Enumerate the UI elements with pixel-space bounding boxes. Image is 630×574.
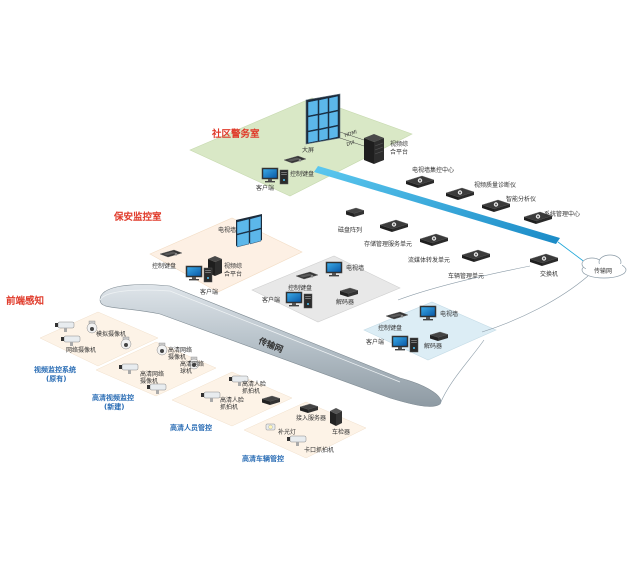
vehicle-mgmt-label: 车辆管理单元 <box>448 272 484 280</box>
police-room-title: 社区警务室 <box>211 128 260 140</box>
hd-net-camera-label-alt-2: 摄像机 <box>140 377 158 385</box>
stream-forward-server <box>419 233 449 247</box>
hd-monitor-label-2: (新建) <box>104 402 124 411</box>
client-security-label: 客户端 <box>200 288 218 296</box>
hd-dome-label-2: 球机 <box>180 367 192 375</box>
security-room-title: 保安监控室 <box>113 211 162 223</box>
big-screen <box>305 93 341 145</box>
hd-net-camera-label-alt-1: 高清网络 <box>140 370 164 378</box>
decoder-mid-label: 解码器 <box>336 298 354 306</box>
network-switch <box>529 253 559 267</box>
client-mid-label: 客户端 <box>262 296 280 304</box>
tv-wall-mid-label: 电视墙 <box>346 264 364 272</box>
frontend-zone-hd-monitor <box>95 341 217 397</box>
stream-forward-label: 流媒体转发单元 <box>408 256 450 264</box>
sys-mgmt-label: 系统管理中心 <box>544 210 580 218</box>
video-platform-security <box>208 256 222 276</box>
vehicle-detector <box>330 408 342 426</box>
decoder-right-label: 解码器 <box>424 342 442 350</box>
disk-array <box>345 207 365 218</box>
client-right-label: 客户端 <box>366 338 384 346</box>
control-keyboard-security-label: 控制键盘 <box>152 262 176 270</box>
tv-wall-right-label: 电视墙 <box>440 310 458 318</box>
transport-cloud-label: 传输网 <box>594 267 612 275</box>
face-camera-b-label-1: 高清人脸 <box>220 396 244 404</box>
hd-monitor-label-1: 高清视频监控 <box>92 393 134 402</box>
video-monitor-sys-label-1: 视频监控系统 <box>34 365 76 374</box>
storage-mgmt-server <box>379 219 409 233</box>
video-platform-police-label-2: 合平台 <box>390 148 408 156</box>
tv-wall-security-label: 电视墙 <box>218 226 236 234</box>
switch-label: 交换机 <box>540 270 558 278</box>
big-screen-label: 大屏 <box>302 146 314 154</box>
control-keyboard-police-label: 控制键盘 <box>290 170 314 178</box>
fill-light-label: 补光灯 <box>278 428 296 436</box>
client-police-label: 客户端 <box>256 184 274 192</box>
client-security <box>185 265 213 283</box>
face-camera-b-label-2: 抓拍机 <box>220 403 238 411</box>
analog-camera-label: 模拟摄像机 <box>96 330 126 338</box>
tv-wall-center-label: 电视墙集控中心 <box>412 166 454 174</box>
client-mid <box>285 291 313 309</box>
hd-vehicle-ctrl-label: 高清车辆管控 <box>242 454 284 463</box>
video-platform-security-label-2: 合平台 <box>224 270 242 278</box>
video-platform-police-label-1: 视频综 <box>390 140 408 148</box>
quality-diag-server <box>445 187 475 201</box>
disk-array-label: 磁盘阵列 <box>338 226 362 234</box>
control-keyboard-right-label: 控制键盘 <box>378 324 402 332</box>
client-police <box>261 167 289 185</box>
dvi-label: DVI <box>346 139 356 147</box>
checkpoint-cam-label: 卡口抓拍机 <box>304 446 334 454</box>
vehicle-detector-label: 车检器 <box>332 428 350 436</box>
video-platform-police <box>364 134 384 164</box>
storage-mgmt-label: 存储管理服务单元 <box>364 240 412 248</box>
hdmi-label: HDMI <box>344 129 359 139</box>
face-camera-label-1: 高清人脸 <box>242 380 266 388</box>
frontend-zone-people <box>171 371 293 427</box>
hd-dome-label-1: 高清网络 <box>180 360 204 368</box>
smart-analyzer-label: 智能分析仪 <box>506 195 536 203</box>
access-server-label: 接入服务器 <box>296 414 326 422</box>
frontend-title: 前端感知 <box>6 295 44 307</box>
vehicle-mgmt-server <box>461 249 491 263</box>
transport-cloud <box>581 254 627 279</box>
control-keyboard-mid-label: 控制键盘 <box>288 284 312 292</box>
quality-diag-label: 视频质量诊断仪 <box>474 181 516 189</box>
video-platform-security-label-1: 视频综 <box>224 262 242 270</box>
tv-wall-center-server <box>405 175 435 189</box>
hd-people-ctrl-label: 高清人员管控 <box>170 423 212 432</box>
fiber-trunk <box>314 166 560 244</box>
face-camera-label-2: 抓拍机 <box>242 387 260 395</box>
fill-light <box>265 423 276 431</box>
tv-wall-security <box>236 214 262 248</box>
video-monitor-sys-label-2: (原有) <box>46 374 66 383</box>
hd-net-camera-label-2: 摄像机 <box>168 353 186 361</box>
police-room-zone <box>189 97 413 197</box>
hd-net-camera-label-1: 高清网络 <box>168 346 192 354</box>
network-camera-label: 网络摄像机 <box>66 346 96 354</box>
client-right <box>391 335 419 353</box>
transport-network-band-top-edge <box>99 289 401 383</box>
